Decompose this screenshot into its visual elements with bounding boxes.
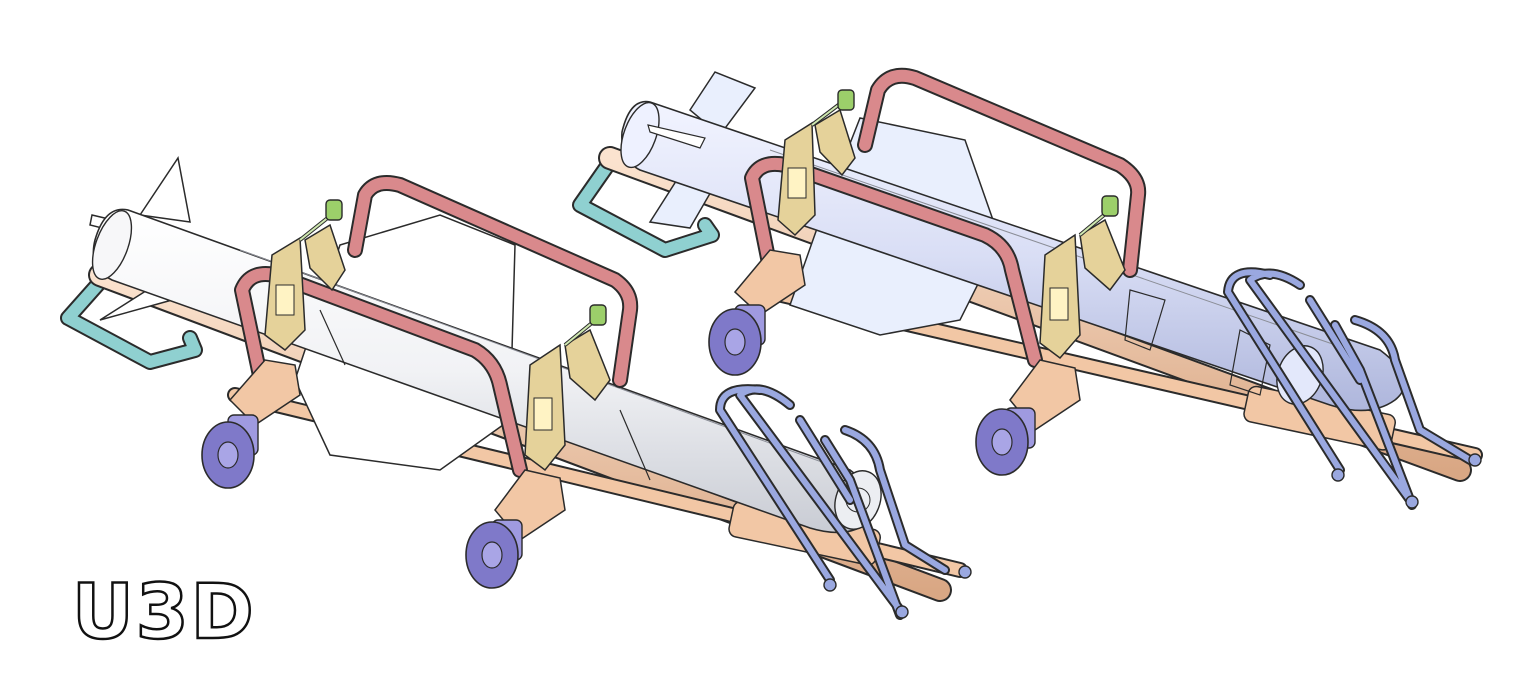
caster-wheel-icon[interactable] bbox=[708, 304, 766, 376]
clamp-knob-icon[interactable] bbox=[325, 199, 343, 221]
clamp-knob-icon[interactable] bbox=[1101, 195, 1119, 217]
right-front-cage bbox=[1223, 267, 1482, 510]
clamp-knob-icon[interactable] bbox=[837, 89, 855, 111]
clamp-knob-icon[interactable] bbox=[589, 304, 607, 326]
right-assembly bbox=[572, 67, 1483, 510]
left-tail-fin-top bbox=[138, 156, 191, 223]
caster-wheel-icon[interactable] bbox=[975, 407, 1036, 476]
left-front-cage bbox=[715, 384, 972, 620]
right-clamp-rear bbox=[733, 89, 856, 316]
caster-wheel-icon[interactable] bbox=[465, 519, 523, 589]
caster-wheel-icon[interactable] bbox=[201, 414, 259, 489]
u3d-logo: U3D bbox=[72, 567, 256, 656]
left-clamp-rear bbox=[228, 199, 346, 426]
left-assembly bbox=[60, 156, 972, 620]
